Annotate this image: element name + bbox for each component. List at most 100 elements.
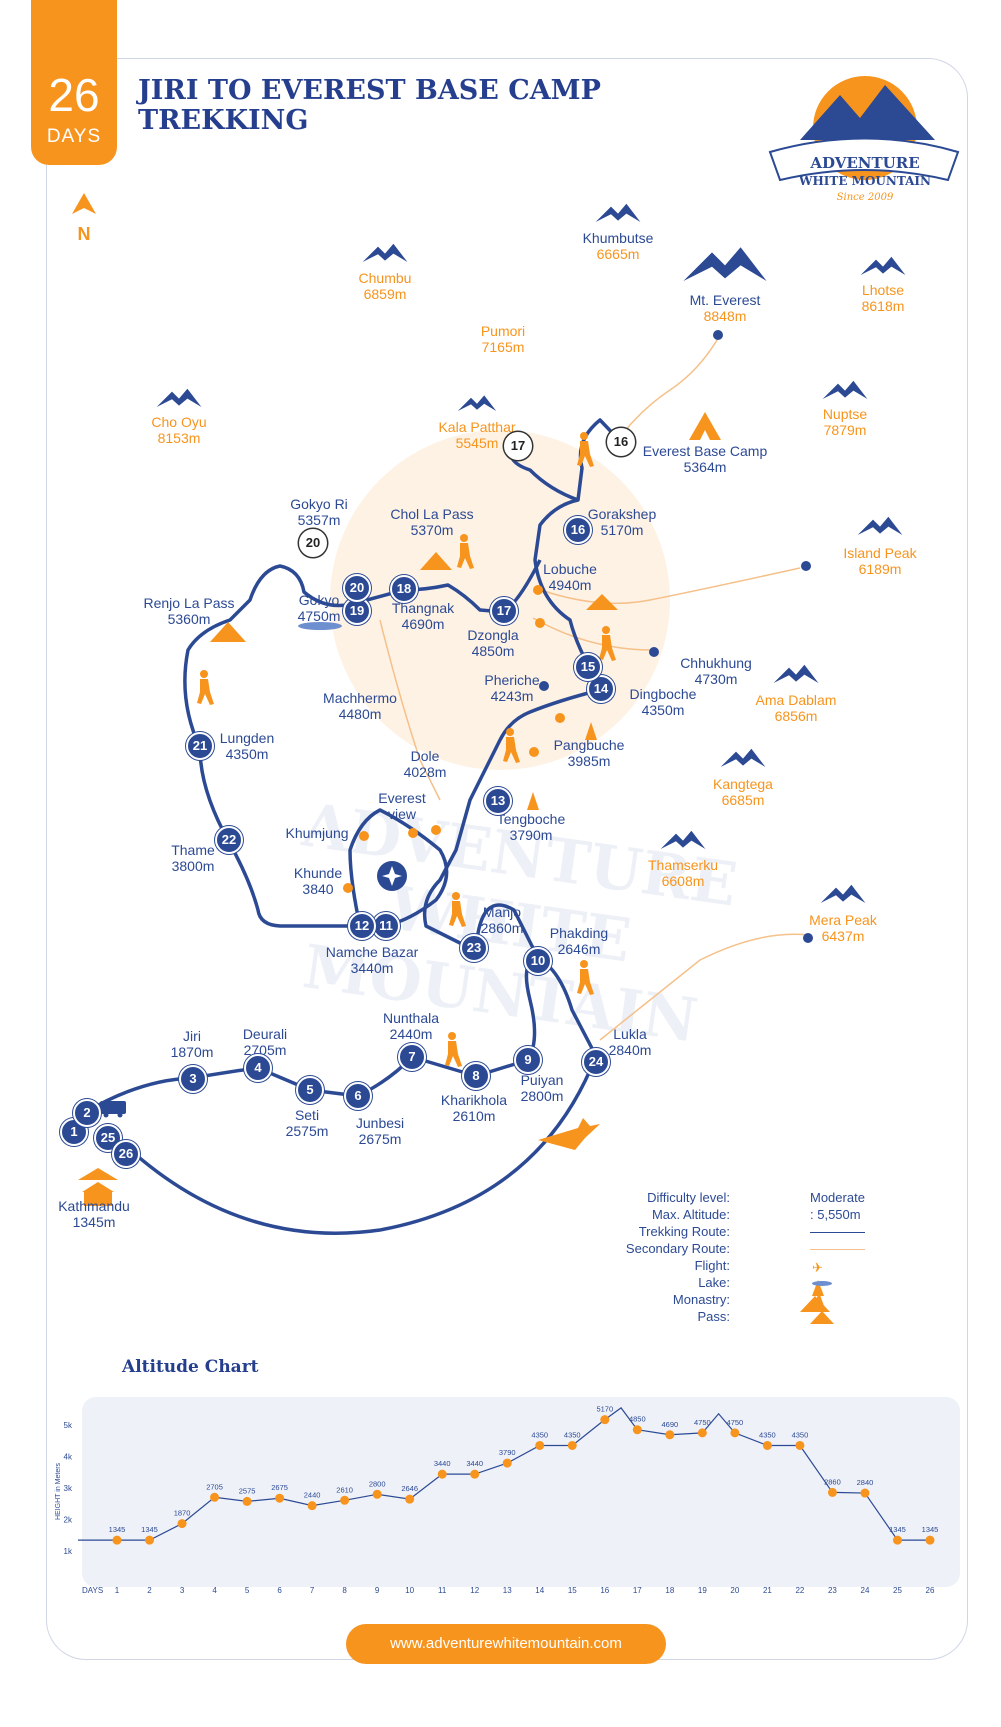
mountain-icon <box>660 830 706 849</box>
secondary-route-mera <box>599 933 809 1041</box>
route-node: 2 <box>73 1099 101 1127</box>
route-node: 17 <box>490 597 518 625</box>
route-node-kala-patthar: 17 <box>504 432 532 460</box>
secondary-route-dole <box>379 619 441 801</box>
chart-title: Altitude Chart <box>122 1357 259 1377</box>
legend-lake-icon <box>812 1281 832 1286</box>
route-node: 11 <box>372 912 400 940</box>
route-node: 26 <box>112 1140 140 1168</box>
monastery-icon <box>585 722 597 740</box>
mountain-icon <box>595 203 641 222</box>
peak-icons <box>156 203 906 903</box>
pass-icons <box>210 552 830 1312</box>
legend-row-flight: Flight:✈ <box>694 1258 823 1275</box>
bus-icon <box>100 1101 126 1118</box>
monastery-icon <box>527 792 539 810</box>
days-word: DAYS <box>46 126 102 147</box>
brand-name-2: WHITE MOUNTAIN <box>798 174 931 188</box>
route-node-gokyo-ri: 20 <box>299 529 327 557</box>
hiker-icon <box>503 728 520 763</box>
hiker-icon <box>445 1032 462 1067</box>
secondary-routes <box>379 334 809 1041</box>
legend-row-altitude: Max. Altitude:: 5,550m <box>651 1207 861 1222</box>
north-arrow-icon: N <box>72 193 96 244</box>
route-node: 9 <box>514 1046 542 1074</box>
waypoint-dots <box>343 585 565 893</box>
route-node: 8 <box>462 1062 490 1090</box>
mountain-icon <box>820 884 866 903</box>
mountain-icon <box>720 748 766 767</box>
route-node: 7 <box>398 1043 426 1071</box>
route-node: 21 <box>186 732 214 760</box>
hiker-icon <box>577 432 594 467</box>
gokyo-lake <box>298 622 342 630</box>
hiker-icon <box>449 892 466 927</box>
flight-icon <box>538 1118 600 1150</box>
legend-row-monastry: Monastry: <box>600 1292 900 1309</box>
route-node: 3 <box>179 1065 207 1093</box>
legend-trek-line <box>810 1232 865 1233</box>
mountain-icon <box>822 380 868 399</box>
mountain-icon <box>457 395 497 411</box>
legend-row-lake: Lake: <box>600 1275 900 1292</box>
route-node: 6 <box>344 1082 372 1110</box>
tent-icon <box>689 412 721 440</box>
temple-icon <box>78 1168 118 1206</box>
secondary-route-chhukhung <box>532 617 653 651</box>
legend-row-trekking-route: Trekking Route: <box>600 1224 900 1241</box>
days-badge: 26 DAYS <box>31 0 117 165</box>
legend-monastery-icon <box>814 1292 824 1306</box>
hiker-icon <box>457 534 474 569</box>
pass-icon <box>420 552 452 570</box>
website-link[interactable]: www.adventurewhitemountain.com <box>346 1624 666 1664</box>
peak-dots <box>539 330 813 943</box>
hiker-icons <box>197 432 616 1067</box>
airplane-icon <box>377 861 407 891</box>
mountain-icon <box>683 247 767 281</box>
mountain-icon <box>156 388 202 407</box>
route-node: 20 <box>343 574 371 602</box>
legend-row-pass: Pass: <box>600 1309 900 1326</box>
legend: Difficulty level:Moderate Max. Altitude:… <box>600 1190 900 1326</box>
route-node: 25 <box>94 1124 122 1152</box>
route-node: 24 <box>582 1048 610 1076</box>
pass-icon <box>586 594 618 610</box>
place-label-khumjung: Khumjung <box>285 825 349 841</box>
mountain-icon <box>857 516 903 535</box>
mountain-icon <box>773 664 819 683</box>
legend-row-secondary-route: Secondary Route: <box>600 1241 900 1258</box>
route-node: 16 <box>564 516 592 544</box>
